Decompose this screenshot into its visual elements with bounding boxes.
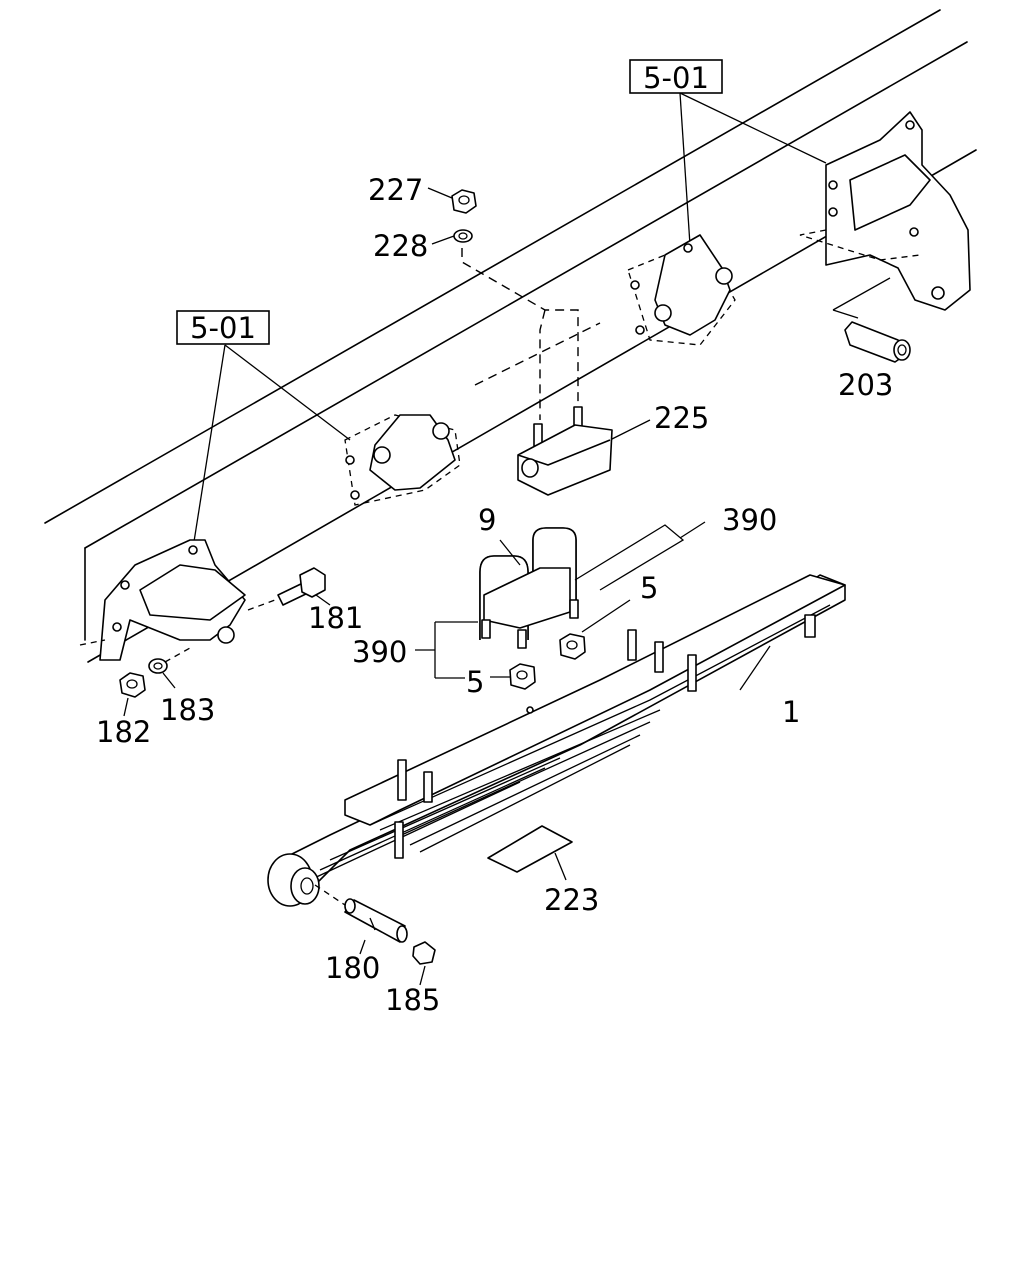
part-183-washer: [148, 647, 191, 689]
part-390-u-bolts: [415, 521, 706, 679]
callout-390-left[interactable]: 390: [352, 635, 407, 669]
callout-181[interactable]: 181: [308, 601, 363, 635]
rear-hanger-bracket: [799, 111, 971, 311]
part-180-pin: [314, 884, 408, 955]
front-bracket-left: [344, 414, 461, 506]
callout-390-top[interactable]: 390: [722, 503, 777, 537]
callout-9[interactable]: 9: [478, 503, 496, 537]
callout-5-right[interactable]: 5: [640, 571, 658, 605]
callout-labels: 227 228 203 225 9 390 5 390 5 181 182 18…: [96, 173, 893, 1017]
assembly-ref-top-label: 5-01: [643, 61, 709, 95]
bolt-path-dashed: [461, 248, 601, 420]
front-bracket-right: [627, 234, 736, 346]
part-185-grease-nipple: [412, 941, 436, 986]
assembly-ref-left[interactable]: 5-01: [176, 310, 270, 345]
front-hanger-bracket: [79, 539, 246, 661]
callout-182[interactable]: 182: [96, 715, 151, 749]
part-228-washer: [431, 229, 473, 245]
part-223-pad: [487, 825, 573, 881]
callout-225[interactable]: 225: [654, 401, 709, 435]
part-182-nut: [119, 672, 146, 717]
part-1-leaf-spring: [267, 574, 846, 907]
part-181-bolt: [247, 567, 331, 611]
callout-227[interactable]: 227: [368, 173, 423, 207]
assembly-ref-left-label: 5-01: [190, 311, 256, 345]
callout-5-left[interactable]: 5: [466, 665, 484, 699]
callout-228[interactable]: 228: [373, 229, 428, 263]
callout-183[interactable]: 183: [160, 693, 215, 727]
callout-223[interactable]: 223: [544, 883, 599, 917]
callout-1[interactable]: 1: [782, 695, 800, 729]
part-225-bumper: [517, 406, 651, 496]
assembly-leaders: [192, 92, 827, 549]
part-227-nut: [427, 187, 477, 214]
callout-203[interactable]: 203: [838, 368, 893, 402]
part-203-shackle-pin: [832, 277, 911, 363]
callout-180[interactable]: 180: [325, 951, 380, 985]
part-5-nuts: [490, 599, 631, 690]
callout-185[interactable]: 185: [385, 983, 440, 1017]
assembly-ref-top[interactable]: 5-01: [629, 59, 723, 95]
